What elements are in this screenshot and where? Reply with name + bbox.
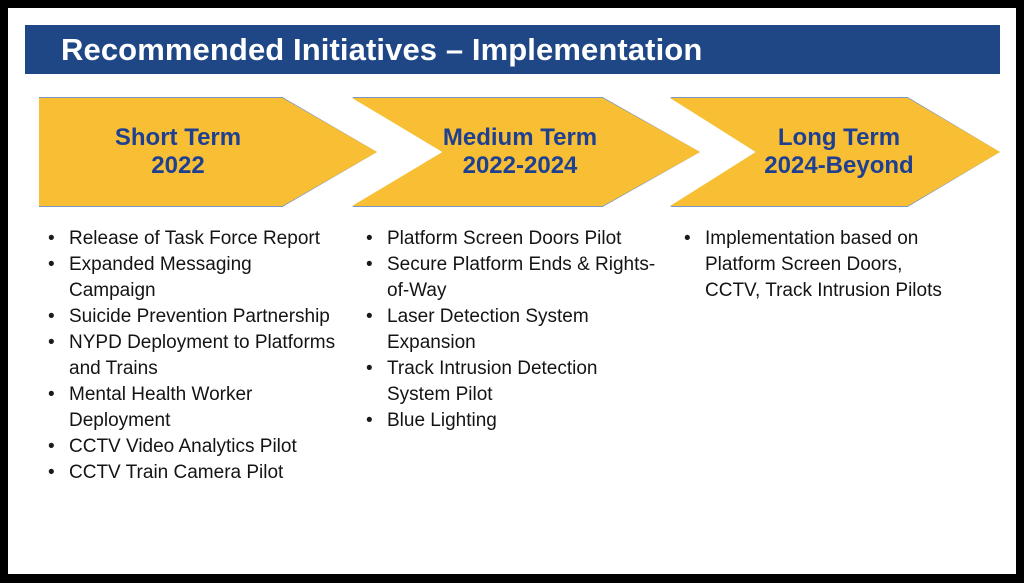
list-item: • Release of Task Force Report	[41, 226, 341, 252]
bullet-icon: •	[366, 306, 373, 327]
list-item: • CCTV Train Camera Pilot	[41, 460, 341, 486]
bullet-icon: •	[48, 384, 55, 405]
list-item-label: CCTV Train Camera Pilot	[69, 462, 284, 483]
bullet-icon: •	[48, 254, 55, 275]
list-item: • Expanded Messaging Campaign	[41, 252, 341, 304]
phase-name-short-term: Short Term	[114, 123, 242, 151]
list-item-label: Platform Screen Doors Pilot	[387, 228, 622, 249]
bullet-icon: •	[48, 462, 55, 483]
list-item: • Mental Health Worker Deployment	[41, 382, 341, 434]
list-item-label: NYPD Deployment to Platforms and Trains	[69, 332, 336, 379]
list-item-label: Track Intrusion Detection System Pilot	[387, 358, 598, 405]
bullet-icon: •	[366, 410, 373, 431]
bullet-icon: •	[48, 436, 55, 457]
list-item-label: Blue Lighting	[387, 410, 497, 431]
phase-period-long-term: 2024-Beyond	[764, 152, 914, 179]
list-item-label: Mental Health Worker Deployment	[69, 384, 253, 431]
bullet-icon: •	[366, 358, 373, 379]
page-title: Recommended Initiatives – Implementation	[61, 32, 703, 67]
list-item: • CCTV Video Analytics Pilot	[41, 434, 341, 460]
list-item-label: Release of Task Force Report	[69, 228, 320, 249]
list-item: • Track Intrusion Detection System Pilot	[359, 356, 659, 408]
list-item: • Secure Platform Ends & Rights-of-Way	[359, 252, 659, 304]
list-item-label: Expanded Messaging Campaign	[69, 254, 252, 301]
slide-canvas: Recommended Initiatives – Implementation…	[8, 8, 1016, 574]
bullet-icon: •	[48, 306, 55, 327]
list-item: • Blue Lighting	[359, 408, 659, 434]
phase-name-long-term: Long Term	[777, 123, 901, 151]
phase-detail-columns: • Release of Task Force Report • Expanded M…	[8, 226, 1016, 566]
list-item: • NYPD Deployment to Platforms and Trains	[41, 330, 341, 382]
phase-arrow-short-term[interactable]: Short Term 2022	[39, 98, 377, 206]
phase-period-short-term: 2022	[151, 152, 205, 179]
bullet-icon: •	[366, 254, 373, 275]
list-item-label: Laser Detection System Expansion	[387, 306, 589, 353]
list-item: • Suicide Prevention Partnership	[41, 304, 341, 330]
initiative-list-short-term: • Release of Task Force Report • Expanded M…	[41, 226, 341, 486]
list-item-label: Suicide Prevention Partnership	[69, 306, 330, 327]
bullet-icon: •	[366, 228, 373, 249]
phase-arrow-medium-term[interactable]: Medium Term 2022-2024	[352, 98, 700, 206]
list-item-label: Implementation based on Platform Screen …	[705, 228, 942, 301]
initiative-list-long-term: • Implementation based on Platform Screen…	[677, 226, 942, 304]
list-item: • Platform Screen Doors Pilot	[359, 226, 659, 252]
bullet-icon: •	[48, 228, 55, 249]
bullet-icon: •	[48, 332, 55, 353]
list-item-label: Secure Platform Ends & Rights-of-Way	[387, 254, 656, 301]
list-item: • Laser Detection System Expansion	[359, 304, 659, 356]
phase-period-medium-term: 2022-2024	[462, 152, 578, 179]
bullet-icon: •	[684, 228, 691, 249]
phase-arrow-row: Short Term 2022 Medium Term 2022-2024 Lo…	[8, 97, 1016, 218]
slide-title-banner: Recommended Initiatives – Implementation	[25, 25, 1000, 74]
initiative-list-medium-term: • Platform Screen Doors Pilot • Secure Plat…	[359, 226, 659, 434]
phase-arrow-long-term[interactable]: Long Term 2024-Beyond	[670, 98, 1000, 206]
list-item: • Implementation based on Platform Screen…	[677, 226, 942, 304]
list-item-label: CCTV Video Analytics Pilot	[69, 436, 297, 457]
phase-name-medium-term: Medium Term	[442, 123, 598, 151]
